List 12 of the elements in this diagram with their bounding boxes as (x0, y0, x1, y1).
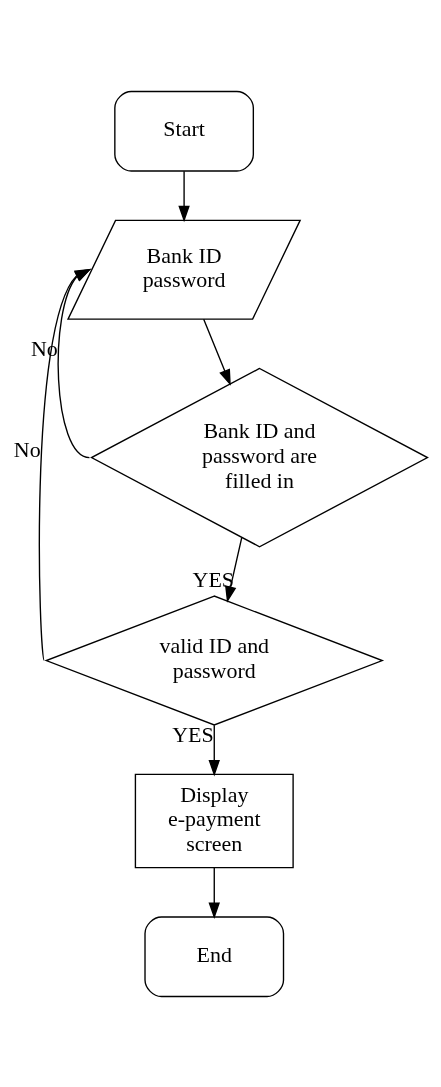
node-box: End (144, 915, 285, 997)
node-box: Start (114, 90, 255, 172)
arrow (178, 169, 190, 222)
edge-label: No (13, 436, 41, 462)
arrow (38, 268, 92, 661)
edge-label: YES (192, 566, 235, 592)
arrow (208, 723, 221, 776)
arrow (203, 318, 231, 386)
arrow (208, 866, 221, 919)
node-diamond: valid ID and password (44, 594, 385, 726)
arrow (57, 268, 92, 458)
node-box: Display e-payment screen (134, 773, 294, 868)
